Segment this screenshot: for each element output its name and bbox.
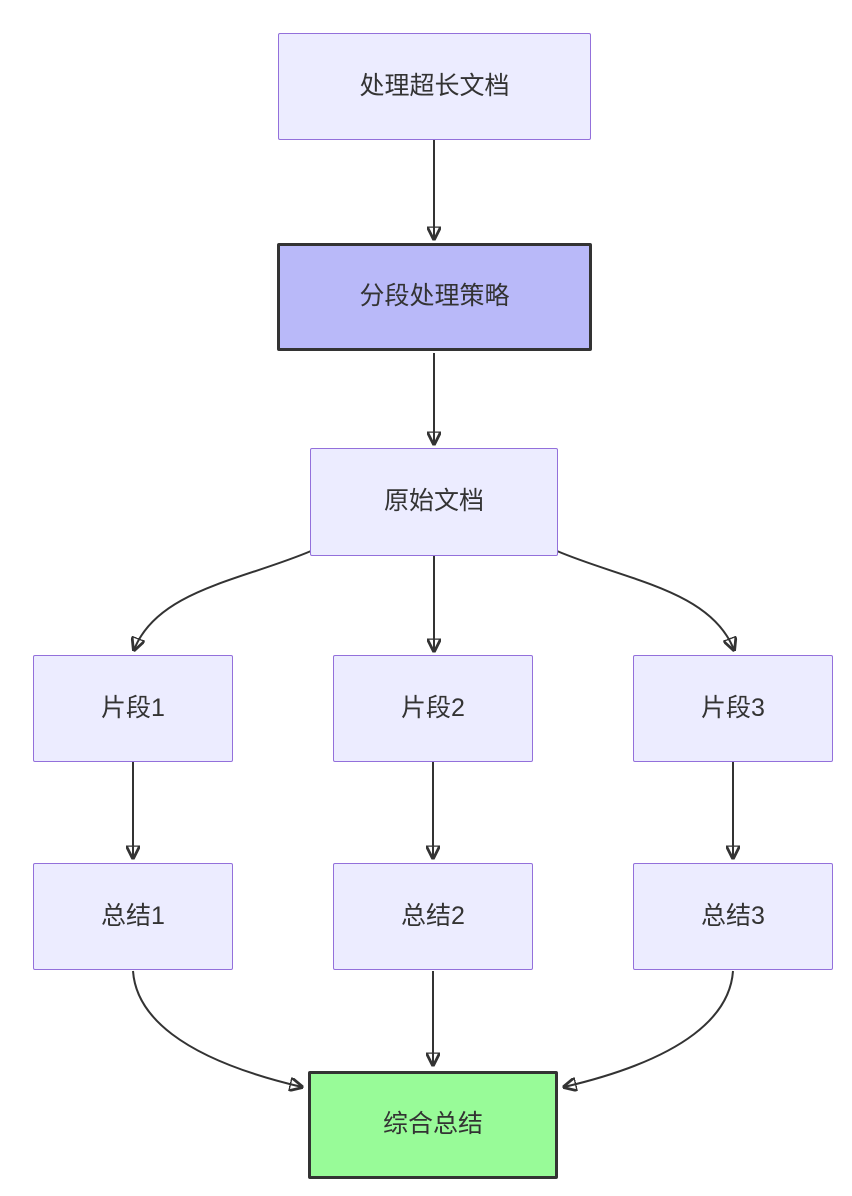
edge-original-to-fragment1 — [134, 550, 312, 650]
node-fragment2: 片段2 — [333, 655, 533, 762]
edge-summary3-to-final — [564, 970, 734, 1087]
node-process-long-doc-label: 处理超长文档 — [359, 71, 510, 100]
node-summary3-label: 总结3 — [701, 901, 765, 930]
node-summary3: 总结3 — [633, 863, 833, 970]
node-final-summary: 综合总结 — [308, 1071, 558, 1179]
node-final-summary-label: 综合总结 — [382, 1110, 483, 1139]
node-fragment2-label: 片段2 — [401, 693, 465, 722]
node-segmentation-strategy: 分段处理策略 — [277, 243, 592, 351]
node-fragment1: 片段1 — [33, 655, 233, 762]
node-summary2: 总结2 — [333, 863, 533, 970]
node-fragment1-label: 片段1 — [101, 693, 165, 722]
edge-original-to-fragment3 — [556, 550, 734, 650]
edge-summary1-to-final — [132, 970, 302, 1087]
node-process-long-doc: 处理超长文档 — [278, 33, 591, 140]
node-original-doc: 原始文档 — [310, 448, 558, 556]
node-summary1-label: 总结1 — [101, 901, 165, 930]
node-fragment3-label: 片段3 — [701, 693, 765, 722]
node-segmentation-strategy-label: 分段处理策略 — [359, 282, 510, 311]
node-fragment3: 片段3 — [633, 655, 833, 762]
node-original-doc-label: 原始文档 — [383, 487, 484, 516]
node-summary2-label: 总结2 — [401, 901, 465, 930]
node-summary1: 总结1 — [33, 863, 233, 970]
